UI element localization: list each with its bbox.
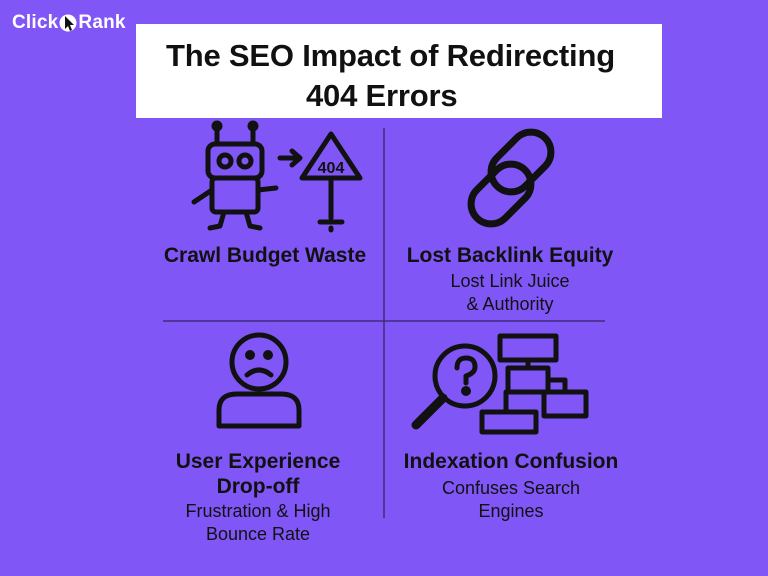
heading-lost-backlink-equity: Lost Backlink Equity bbox=[406, 244, 614, 267]
sub-frustration: Frustration & High bbox=[185, 501, 331, 521]
sub-engines: Engines bbox=[478, 501, 544, 521]
heading-user-experience: User Experience bbox=[175, 450, 341, 473]
heading-indexation-confusion: Indexation Confusion bbox=[403, 450, 619, 473]
sub-confuses-search: Confuses Search bbox=[441, 478, 581, 498]
title-panel: The SEO Impact of Redirecting 404 Errors bbox=[136, 24, 662, 118]
sign-404-text: 404 bbox=[318, 160, 345, 177]
sub-authority: & Authority bbox=[466, 294, 554, 314]
chain-link-icon bbox=[467, 128, 555, 228]
sub-lost-link-juice: Lost Link Juice bbox=[450, 271, 570, 291]
page-title-line-1: The SEO Impact of Redirecting bbox=[166, 38, 615, 73]
brand-name-left: Click bbox=[12, 12, 59, 33]
robot-404-sign-icon: 404 bbox=[191, 120, 363, 233]
cursor-icon bbox=[59, 14, 77, 32]
sub-bounce-rate: Bounce Rate bbox=[205, 524, 311, 544]
heading-drop-off: Drop-off bbox=[216, 475, 300, 498]
page-title-line-2: 404 Errors bbox=[306, 78, 458, 113]
horizontal-divider bbox=[163, 320, 605, 322]
sad-user-icon bbox=[216, 332, 302, 429]
magnifier-sitemap-icon bbox=[411, 333, 589, 435]
heading-crawl-budget: Crawl Budget Waste bbox=[163, 244, 367, 267]
brand-name-right: Rank bbox=[78, 12, 126, 33]
vertical-divider bbox=[383, 128, 385, 518]
brand-logo: Click Rank bbox=[12, 12, 126, 34]
